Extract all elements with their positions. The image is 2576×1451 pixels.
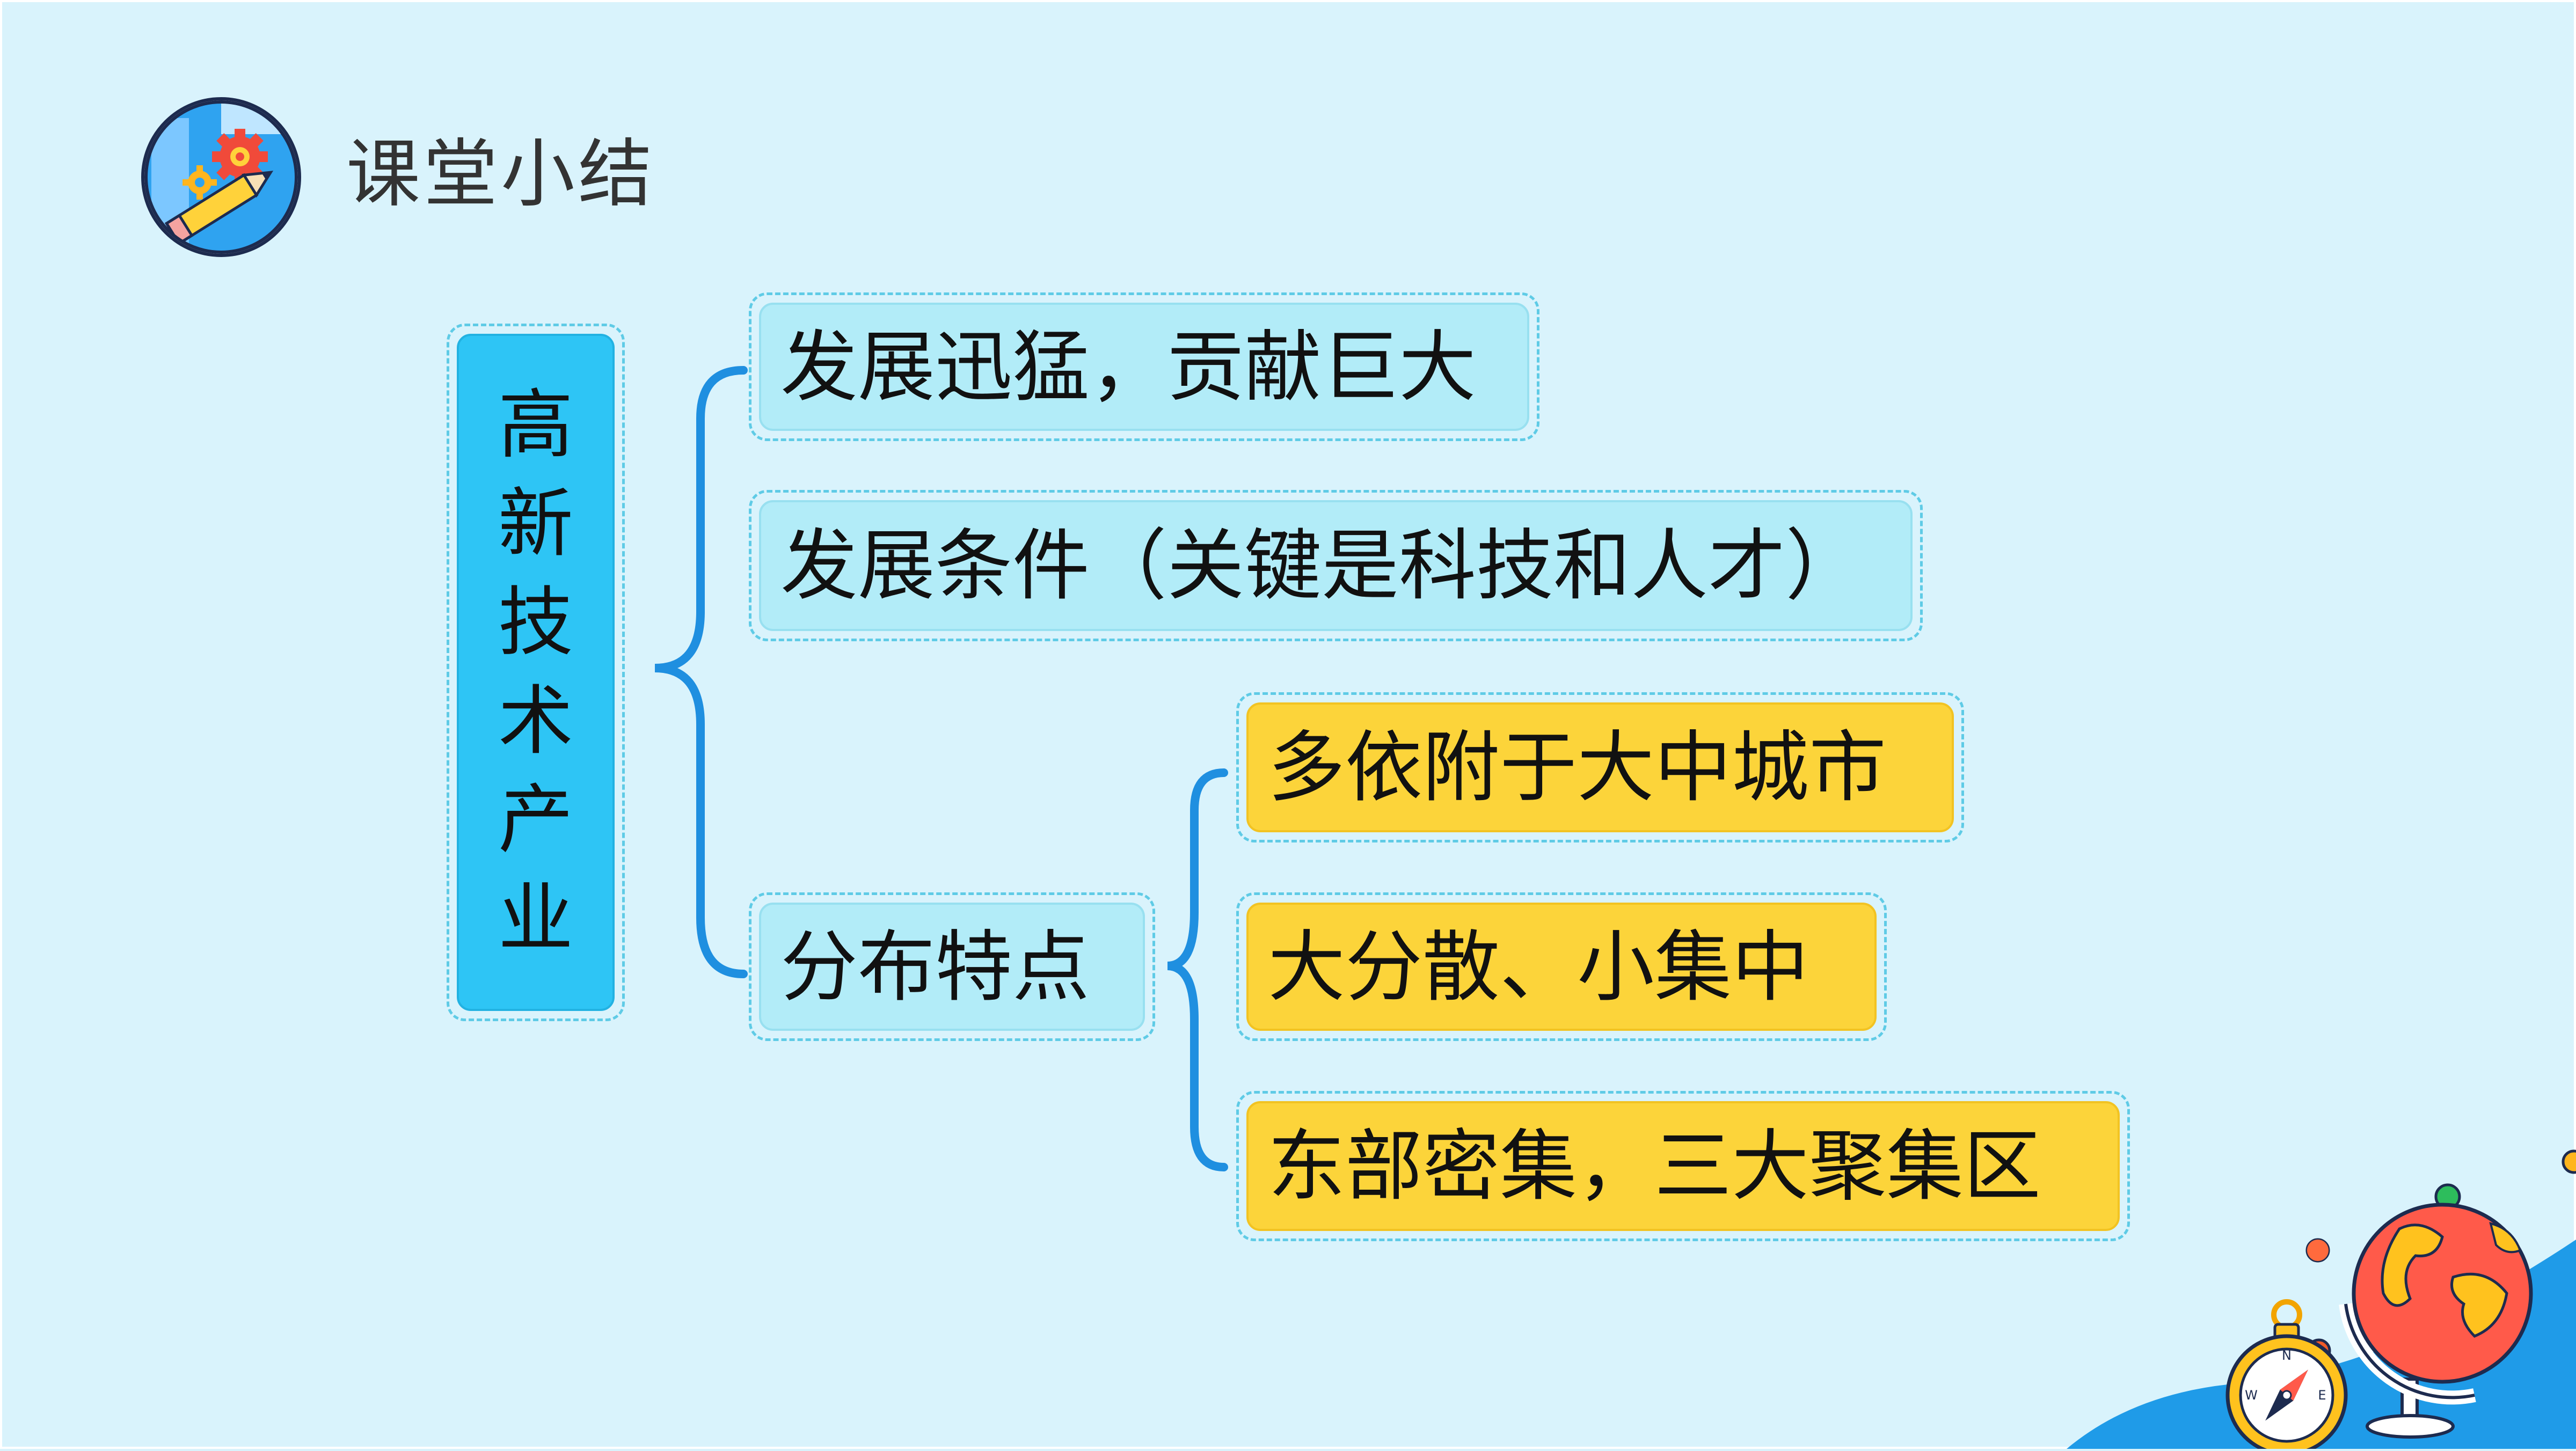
globe-icon (2339, 1203, 2533, 1439)
root-node: 高 新 技 术 产 业 (447, 324, 625, 1021)
root-brace (654, 366, 748, 978)
leaf-cities-label: 多依附于大中城市 (1268, 722, 1887, 812)
leaf-scatter-label: 大分散、小集中 (1268, 921, 1809, 1012)
compass-icon: N E W (2225, 1299, 2348, 1451)
leaf-east: 东部密集，三大聚集区 (1236, 1091, 2130, 1241)
branch-development: 发展迅猛，贡献巨大 (749, 292, 1539, 441)
root-char-1: 高 (498, 382, 573, 469)
leaf-east-fill: 东部密集，三大聚集区 (1246, 1101, 2120, 1231)
leaf-east-label: 东部密集，三大聚集区 (1268, 1121, 2041, 1211)
branch-conditions: 发展条件（关键是科技和人才） (749, 490, 1923, 641)
decoration-globe-compass: N E W (2067, 1143, 2576, 1451)
svg-text:W: W (2245, 1388, 2258, 1403)
root-char-3: 技 (498, 579, 573, 666)
root-char-6: 业 (498, 875, 573, 963)
branch-distribution-label: 分布特点 (780, 921, 1090, 1012)
page-title: 课堂小结 (346, 131, 656, 217)
root-node-fill: 高 新 技 术 产 业 (457, 334, 615, 1011)
gear-pencil-icon (141, 97, 302, 258)
branch-development-fill: 发展迅猛，贡献巨大 (759, 303, 1529, 431)
leaf-cities: 多依附于大中城市 (1236, 692, 1964, 842)
branch-distribution-fill: 分布特点 (759, 903, 1145, 1031)
svg-text:N: N (2282, 1348, 2292, 1363)
root-char-4: 术 (498, 678, 573, 765)
root-char-5: 产 (498, 776, 573, 864)
leaf-scatter: 大分散、小集中 (1236, 892, 1887, 1041)
branch-conditions-label: 发展条件（关键是科技和人才） (780, 521, 1863, 611)
distribution-brace (1167, 768, 1228, 1171)
branch-development-label: 发展迅猛，贡献巨大 (780, 321, 1477, 412)
branch-distribution: 分布特点 (749, 892, 1155, 1041)
branch-conditions-fill: 发展条件（关键是科技和人才） (759, 500, 1913, 631)
leaf-cities-fill: 多依附于大中城市 (1246, 702, 1954, 832)
leaf-scatter-fill: 大分散、小集中 (1246, 903, 1877, 1031)
svg-text:E: E (2318, 1388, 2326, 1403)
root-char-2: 新 (498, 480, 573, 568)
